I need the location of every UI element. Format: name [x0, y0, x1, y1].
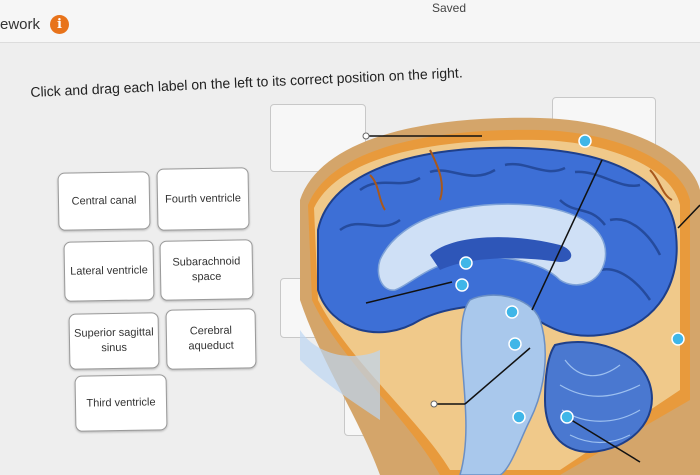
- leader-lines: [365, 135, 700, 463]
- veins: [369, 149, 673, 211]
- marker-dots: [455, 134, 685, 424]
- top-bar: ework i Saved: [0, 0, 700, 43]
- brainstem: [459, 294, 546, 475]
- gyri-lines: [339, 162, 662, 301]
- cerebellum: [543, 341, 653, 454]
- page-title: ework: [0, 16, 41, 33]
- saved-status: Saved: [432, 1, 467, 15]
- info-icon[interactable]: i: [50, 15, 69, 34]
